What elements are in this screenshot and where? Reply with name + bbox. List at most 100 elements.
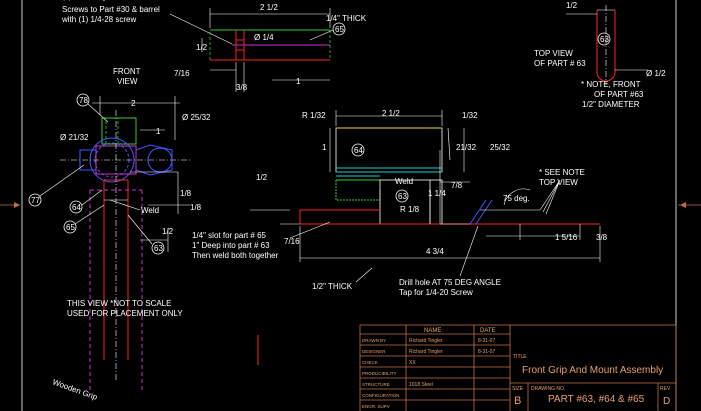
dim-fv-1-2: 1/2 [162,227,174,236]
tb-title-label: TITLE [513,354,527,360]
note-front-view-l1: FRONT [113,67,141,76]
dim-top-2-1-2: 2 1/2 [260,3,278,12]
tb-row-label-4: STRUCTURE [362,382,390,387]
balloon-78 [76,93,90,107]
leader-half-thick [355,267,373,283]
center-assembly-view [250,110,601,262]
leader-65-left [74,204,105,225]
note-angle: 75 deg. [503,194,530,203]
tb-drawing-no-label: DRAWING NO. [531,386,565,392]
note-drill-l2: Tap for 1/4-20 Screw [399,288,473,297]
dim-cv-2-1-2: 2 1/2 [382,109,400,118]
dim-tv-1-2: 1/2 [566,1,578,10]
note-top-view-l1: TOP VIEW [534,49,573,58]
dim-fv-1: 1 [156,127,161,136]
balloon-77-label: 77 [31,196,40,205]
note-front-l2: OF PART #63 [594,90,644,99]
dim-fv-1-8-b: 1/8 [190,203,202,212]
label-wooden-grip: Wooden Grip [51,377,99,402]
balloon-63-top-label: 63 [600,35,609,44]
dim-cv-25-32: 25/32 [490,143,511,152]
dim-top-7-16: 7/16 [174,69,190,78]
balloon-64-center [351,143,365,157]
tb-row-date-1: 8-31-07 [478,349,495,355]
balloon-63-center [395,189,409,203]
note-see-note-l1: * SEE NOTE [539,168,585,177]
balloon-63-top [597,32,611,46]
note-counting-hole: (4) Counting Hole [62,0,125,1]
tb-rev-label: REV [660,386,671,392]
tb-title: Front Grip And Mount Assembly [522,365,663,376]
note-half-thick: 1/2" THICK [312,282,353,291]
note-quarter-thick: 1/4" THICK [326,14,367,23]
balloon-78-label: 78 [79,96,88,105]
balloon-65-left-label: 65 [66,223,75,232]
balloon-77 [28,193,42,207]
note-screws-line1: Screws to Part #30 & barrel [62,5,160,14]
note-slot-l1: 1/4" slot for part # 65 [192,231,267,240]
dim-cv-21-32: 21/32 [456,143,477,152]
leader-64-left [81,189,103,206]
top-view-part-63 [566,5,616,85]
dim-cv-7-8: 7/8 [451,181,463,190]
right-center-arrow [680,202,686,208]
dim-cv-1-32: 1/32 [462,111,478,120]
tb-hdr-name: NAME [424,328,441,334]
dim-top-3-8: 3/8 [236,83,248,92]
note-slot-l3: Then weld both together [192,251,279,260]
dim-top-1-2: 1/2 [196,43,208,52]
dim-fv-2: 2 [131,99,136,108]
dim-cv-4-3-4: 4 3/4 [426,247,444,256]
note-front-l3: 1/2" DIAMETER [582,100,640,109]
leader-slot [289,221,331,239]
note-see-note-l2: TOP VIEW [539,178,578,187]
dim-cv-7-16: 7/16 [284,237,300,246]
sheet-border [21,0,677,411]
tb-row-name-0: Richard Tingler [409,338,443,344]
tb-size-label: SIZE [512,386,524,392]
tb-row-label-1: DESIGNER [362,349,386,354]
tb-row-label-6: ENGR. SUPV [362,404,390,409]
note-weld-center: Weld [395,177,413,186]
dim-cv-r-1-32: R 1/32 [302,111,326,120]
dim-cv-1: 1 [322,143,327,152]
tb-row-label-5: CONFIGURATION [362,393,399,398]
tb-row-label-2: CHECK [362,360,378,365]
top-part-view [201,8,331,92]
dim-fv-dia-25-32: Ø 25/32 [182,113,211,122]
note-not-to-scale-l2: USED FOR PLACEMENT ONLY [67,309,183,318]
leader-drill [459,225,479,277]
balloon-65-top-label: 65 [335,25,344,34]
leader-78 [87,103,109,123]
title-block [359,324,677,411]
note-front-view-l2: VIEW [117,77,138,86]
dim-top-1: 1 [296,77,301,86]
note-not-to-scale-l1: THIS VIEW *NOT TO SCALE [67,299,171,308]
note-top-view-l2: OF PART # 63 [534,59,586,68]
tb-row-date-0: 8-31-07 [478,338,495,344]
balloon-63-center-label: 63 [398,192,407,201]
tb-drawing-no: PART #63, #64 & #65 [548,394,645,405]
balloon-65-top [332,22,346,36]
note-drill-l1: Drill hole AT 75 DEG ANGLE [399,278,501,287]
balloon-63-left [151,241,165,255]
dim-cv-1-5-16: 1 5/16 [555,233,578,242]
dim-cv-r-1-8: R 1/8 [400,205,420,214]
note-screws-line2: with (1) 1/4-28 screw [61,15,136,24]
leader-screws [169,13,233,45]
leader-65-top [309,29,334,41]
balloon-64-left [69,200,83,214]
left-center-arrow [14,202,20,208]
dim-fv-1-8-a: 1/8 [180,189,192,198]
dim-cv-3-8: 3/8 [596,233,608,242]
leader-weld-left [109,199,141,211]
tb-hdr-date: DATE [480,328,496,334]
leader-63-left [127,214,153,245]
tb-row-label-0: DRAWN BY [362,338,386,343]
dim-tv-dia-1-2: Ø 1/2 [646,69,666,78]
leader-77 [39,164,85,197]
front-view-assembly [60,96,190,390]
tb-rev: D [663,396,670,407]
